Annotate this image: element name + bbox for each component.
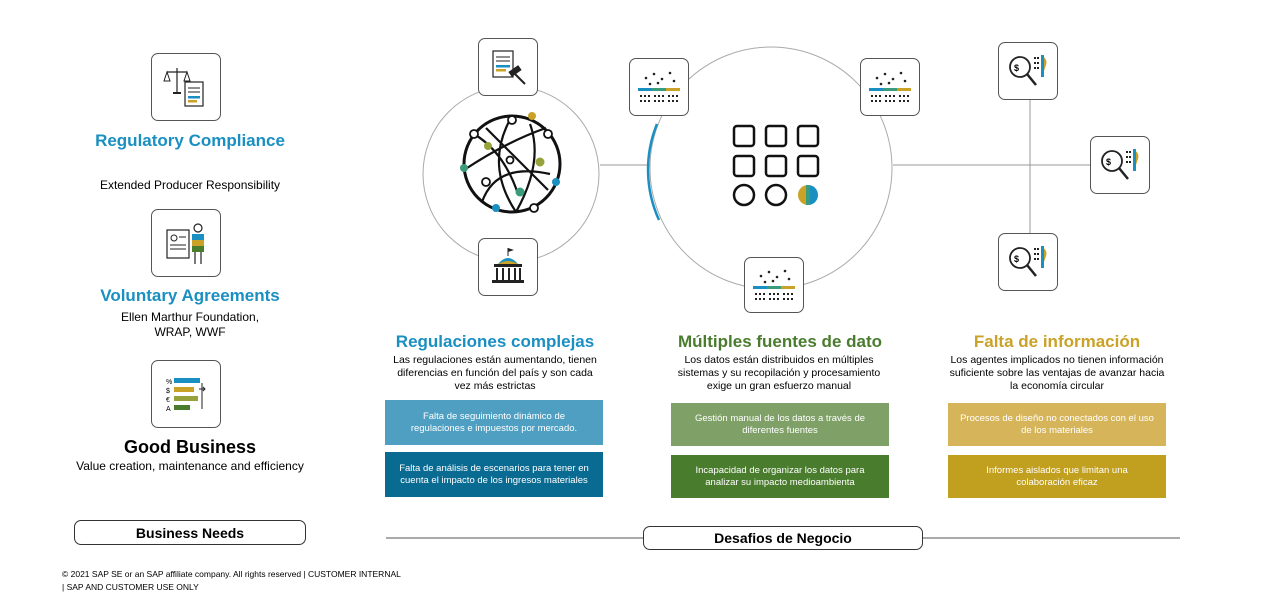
chart-report-icon: % $ € A (151, 360, 221, 428)
challenge-box: Incapacidad de organizar los datos para … (671, 455, 889, 498)
need-title-regulatory: Regulatory Compliance (95, 131, 285, 150)
scales-document-icon (151, 53, 221, 121)
challenge-box: Procesos de diseño no conectados con el … (948, 403, 1166, 446)
magnifier-person-icon: $ (998, 42, 1058, 100)
svg-text:$: $ (1014, 63, 1019, 73)
footer-copyright: © 2021 SAP SE or an SAP affiliate compan… (62, 569, 401, 592)
data-chart-icon (860, 58, 920, 116)
svg-text:€: € (166, 397, 170, 404)
magnifier-person-icon: $ (998, 233, 1058, 291)
person-document-icon (151, 209, 221, 277)
challenge-box: Falta de análisis de escenarios para ten… (385, 452, 603, 497)
magnifier-person-icon: $ (1090, 136, 1150, 194)
need-subtitle-voluntary: Ellen Marthur Foundation, WRAP, WWF (120, 310, 260, 339)
network-globe-icon (460, 112, 562, 214)
svg-text:%: % (166, 379, 172, 386)
challenge-box: Informes aislados que limitan una colabo… (948, 455, 1166, 498)
column-title-multiples: Múltiples fuentes de dato (677, 332, 883, 351)
challenges-label: Desafios de Negocio (643, 526, 923, 550)
data-chart-icon (629, 58, 689, 116)
svg-text:$: $ (166, 388, 170, 395)
column-desc-regulaciones: Las regulaciones están aumentando, tiene… (393, 354, 597, 392)
business-needs-label: Business Needs (74, 520, 306, 545)
column-desc-multiples: Los datos están distribuidos en múltiple… (677, 354, 881, 392)
gavel-document-icon (478, 38, 538, 96)
data-chart-icon (744, 257, 804, 313)
column-title-falta: Falta de información (973, 332, 1141, 351)
need-title-voluntary: Voluntary Agreements (100, 286, 280, 305)
need-subtitle-regulatory: Extended Producer Responsibility (99, 178, 281, 192)
column-title-regulaciones: Regulaciones complejas (395, 332, 595, 351)
challenge-box: Falta de seguimiento dinámico de regulac… (385, 400, 603, 445)
need-title-good-business: Good Business (123, 437, 257, 457)
svg-text:$: $ (1014, 254, 1019, 264)
app-grid-icon (732, 124, 820, 207)
capitol-building-icon (478, 238, 538, 296)
column-desc-falta: Los agentes implicados no tienen informa… (949, 354, 1165, 392)
svg-text:A: A (166, 406, 171, 413)
svg-text:$: $ (1106, 157, 1111, 167)
need-subtitle-good-business: Value creation, maintenance and efficien… (76, 459, 304, 473)
challenge-box: Gestión manual de los datos a través de … (671, 403, 889, 446)
